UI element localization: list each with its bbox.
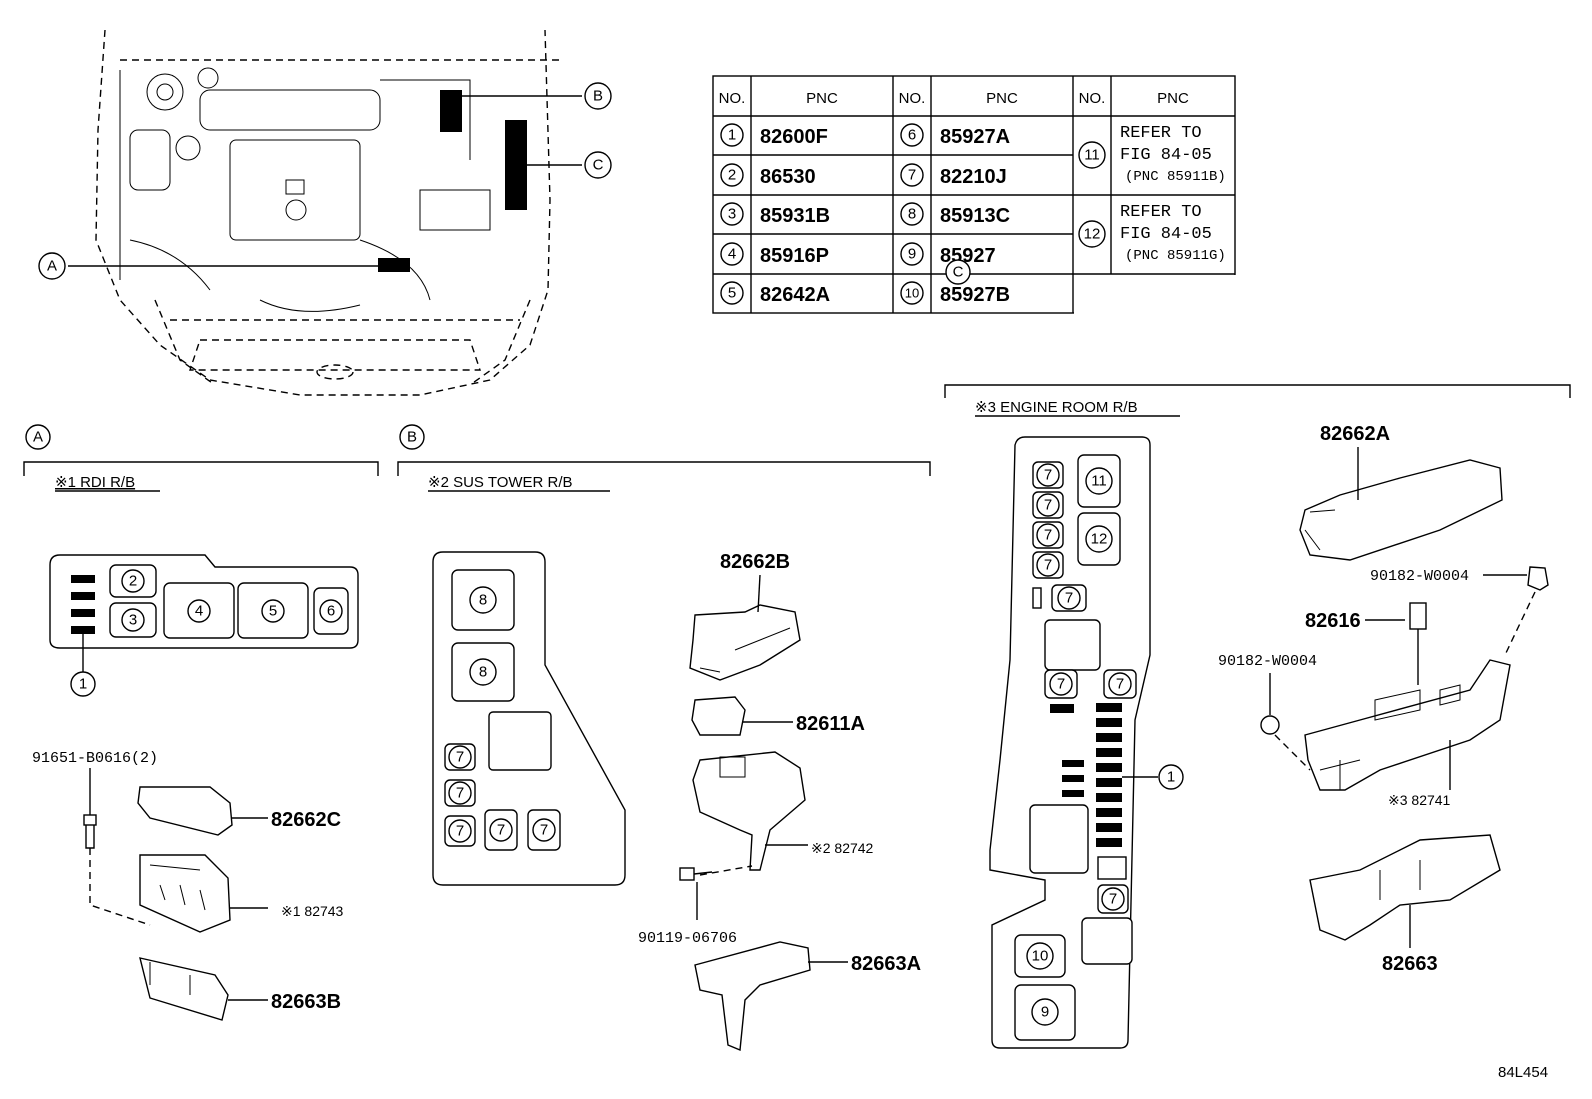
part-90182-b: 90182-W0004: [1218, 653, 1317, 670]
table-ref-line3: (PNC 85911G): [1125, 248, 1226, 264]
box-b-n7: 7: [540, 822, 548, 839]
table-no: 5: [728, 285, 736, 302]
part-90119: 90119-06706: [638, 930, 737, 947]
part-82611A: 82611A: [796, 713, 865, 735]
part-82663: 82663: [1382, 953, 1438, 975]
part-82616: 82616: [1305, 610, 1361, 632]
table-pnc: 85927B: [940, 284, 1010, 306]
box-a-n5: 5: [269, 603, 277, 620]
box-b-n7: 7: [456, 823, 464, 840]
table-ref-line1: REFER TO: [1120, 203, 1202, 222]
box-c-n7: 7: [1044, 497, 1052, 514]
box-b-n8a: 8: [479, 592, 487, 609]
box-c-n1: 1: [1167, 769, 1175, 786]
box-c-n7: 7: [1065, 590, 1073, 607]
table-no: 8: [908, 206, 916, 223]
table-pnc: 85913C: [940, 205, 1010, 227]
figure-id: 84L454: [1498, 1064, 1548, 1081]
th-pnc-1: PNC: [806, 90, 838, 107]
th-no-2: NO.: [899, 90, 926, 107]
table-pnc: 86530: [760, 166, 816, 188]
table-no: 12: [1084, 226, 1101, 243]
box-b-n7: 7: [497, 822, 505, 839]
callout-c-engine: C: [593, 157, 604, 174]
callout-a-engine: A: [47, 258, 57, 275]
box-c-n12: 12: [1091, 531, 1108, 548]
table-pnc: 82642A: [760, 284, 830, 306]
section-c-title: ※3 ENGINE ROOM R/B: [975, 399, 1138, 416]
box-c-n7: 7: [1044, 557, 1052, 574]
section-c: C ※3 ENGINE ROOM R/B 7 7 7 7 11 12 7 7 7: [944, 259, 1571, 1049]
table-pnc: 85927: [940, 245, 996, 267]
pnc-table: NO. PNC NO. PNC NO. PNC 1 82600F 2 86530…: [712, 75, 1236, 315]
section-a-letter: A: [33, 429, 43, 446]
table-no: 2: [728, 167, 736, 184]
table-no: 3: [728, 206, 736, 223]
part-82663B: 82663B: [271, 991, 341, 1013]
table-no: 6: [908, 127, 916, 144]
box-b-n8b: 8: [479, 664, 487, 681]
box-a-n4: 4: [195, 603, 203, 620]
th-pnc-3: PNC: [1157, 90, 1189, 107]
box-c-n7: 7: [1116, 676, 1124, 693]
th-pnc-2: PNC: [986, 90, 1018, 107]
part-82662C: 82662C: [271, 809, 341, 831]
section-b-letter: B: [407, 429, 417, 446]
table-pnc: 85931B: [760, 205, 830, 227]
table-ref-line2: FIG 84-05: [1120, 146, 1212, 165]
box-b-n7: 7: [456, 785, 464, 802]
table-no: 4: [728, 246, 736, 263]
part-91651: 91651-B0616(2): [32, 750, 158, 767]
table-ref-line1: REFER TO: [1120, 124, 1202, 143]
table-pnc: 85927A: [940, 126, 1010, 148]
box-c-n7: 7: [1057, 676, 1065, 693]
part-82743: ※1 82743: [281, 903, 344, 919]
table-pnc: 82600F: [760, 126, 828, 148]
table-no: 10: [905, 286, 919, 301]
box-b-n7: 7: [456, 749, 464, 766]
section-b-title: ※2 SUS TOWER R/B: [428, 474, 573, 491]
callout-b-engine: B: [593, 88, 603, 105]
part-90182-a: 90182-W0004: [1370, 568, 1469, 585]
box-c-n7: 7: [1044, 527, 1052, 544]
box-a-n1: 1: [79, 676, 87, 693]
table-no: 7: [908, 167, 916, 184]
th-no-3: NO.: [1079, 90, 1106, 107]
box-c-n9: 9: [1041, 1004, 1049, 1021]
table-pnc: 82210J: [940, 166, 1007, 188]
section-a-title: ※1 RDI R/B: [55, 474, 135, 491]
part-82742: ※2 82742: [811, 840, 874, 856]
box-c-n7: 7: [1044, 467, 1052, 484]
box-c-n10: 10: [1032, 948, 1049, 965]
part-82663A: 82663A: [851, 953, 921, 975]
part-82662B: 82662B: [720, 551, 790, 573]
section-b: B ※2 SUS TOWER R/B 8 8 7 7 7 7 7 82662B …: [397, 424, 931, 1052]
part-82741: ※3 82741: [1388, 792, 1451, 808]
box-c-n7: 7: [1109, 891, 1117, 908]
table-pnc: 85916P: [760, 245, 829, 267]
section-a: A ※1 RDI R/B 1 2 3 4 5 6 91651-B0616(2) …: [23, 424, 379, 1021]
table-no: 1: [728, 127, 736, 144]
section-c-letter: C: [953, 264, 964, 281]
engine-bay-illustration: B C A: [38, 29, 612, 396]
table-no: 9: [908, 246, 916, 263]
table-no: 11: [1084, 147, 1100, 164]
table-ref-line2: FIG 84-05: [1120, 225, 1212, 244]
box-a-n6: 6: [327, 603, 335, 620]
box-c-n11: 11: [1091, 473, 1107, 490]
th-no-1: NO.: [719, 90, 746, 107]
table-ref-line3: (PNC 85911B): [1125, 169, 1226, 185]
box-a-n2: 2: [129, 573, 137, 590]
box-a-n3: 3: [129, 612, 137, 629]
part-82662A: 82662A: [1320, 423, 1390, 445]
